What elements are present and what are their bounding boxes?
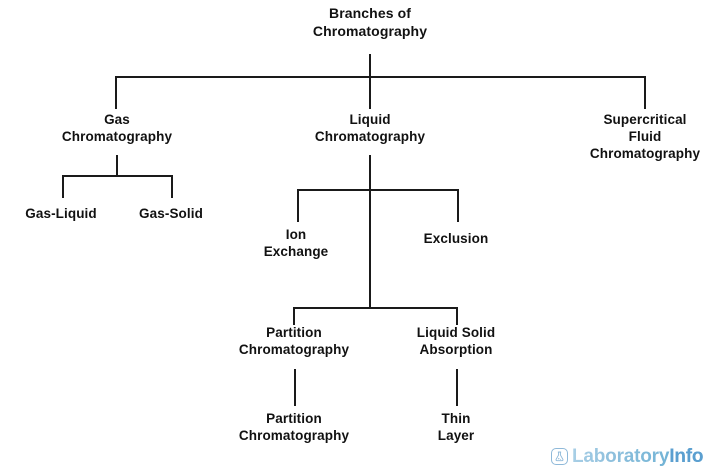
laboratoryinfo-watermark: LaboratoryInfo [551,447,703,466]
connector-drop-supercritical [644,76,646,109]
node-exclusion: Exclusion [423,231,489,246]
connector-drop-liquid [369,76,371,109]
connector-liquid-stem [369,155,371,190]
node-gas-liquid: Gas-Liquid [25,206,97,221]
node-root: Branches of Chromatography [312,5,428,39]
node-ion-exchange: Ion Exchange [263,227,329,259]
connector-drop-ion-exchange [297,189,299,222]
connector-partition-leaf-stem [294,369,296,406]
node-liquid-solid-absorption: Liquid Solid Absorption [416,325,496,357]
connector-level1-bus [115,76,646,78]
connector-drop-exclusion [457,189,459,222]
node-partition-chromatography-leaf: Partition Chromatography [238,411,350,443]
connector-drop-gas-solid [171,175,173,198]
brand-wordmark: LaboratoryInfo [572,447,703,466]
connector-root-stem [369,54,371,77]
connector-liquid-bus [297,189,458,191]
connector-drop-liquid-solid [456,307,458,325]
connector-gas-bus [62,175,172,177]
brand-primary: Laboratory [572,446,670,467]
node-liquid-chromatography: Liquid Chromatography [314,112,426,144]
connector-liquid-through-stem [369,189,371,308]
connector-drop-gas [115,76,117,109]
node-gas-chromatography: Gas Chromatography [61,112,173,144]
connector-thin-layer-stem [456,369,458,406]
node-supercritical-fluid-chromatography: Supercritical Fluid Chromatography [589,112,701,161]
node-partition-chromatography: Partition Chromatography [238,325,350,357]
node-thin-layer: Thin Layer [437,411,475,443]
connector-drop-partition [293,307,295,325]
connector-drop-gas-liquid [62,175,64,198]
node-gas-solid: Gas-Solid [139,206,203,221]
connector-gas-stem [116,155,118,176]
flask-mark-icon [551,448,568,465]
connector-liquid-bus-2 [293,307,457,309]
brand-secondary: Info [669,446,704,467]
